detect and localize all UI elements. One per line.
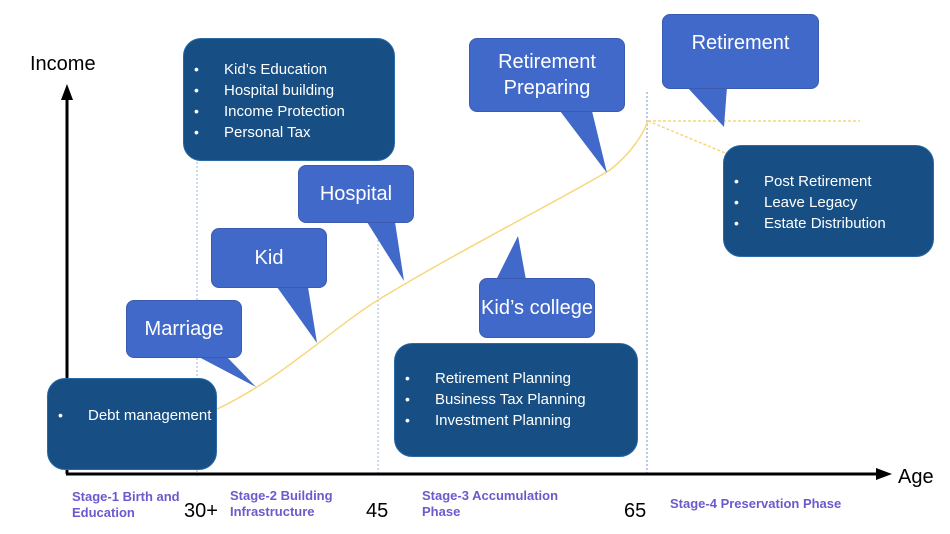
marriage-tail <box>195 355 256 387</box>
tick-45: 45 <box>366 500 389 522</box>
hospital-tail <box>367 222 404 281</box>
y-axis-arrow <box>61 84 73 100</box>
tick-30: 30+ <box>184 500 218 522</box>
stage-4-label: Stage-4 Preservation Phase <box>670 496 842 511</box>
callout-retirement: Retirement <box>662 14 819 89</box>
stage-3-label: Stage-3 Accumulation Phase <box>422 488 559 519</box>
retirement-preparing-tail <box>560 111 607 173</box>
income-decline <box>647 120 731 156</box>
note-item: Debt management <box>48 405 216 426</box>
callout-retirement-preparing: Retirement Preparing <box>469 38 625 112</box>
note-item: Leave Legacy <box>724 192 933 213</box>
callout-kids-college: Kid’s college <box>479 278 595 338</box>
note-item: Retirement Planning <box>395 368 637 389</box>
note-stage-4: Post Retirement Leave Legacy Estate Dist… <box>723 145 934 257</box>
kid-tail <box>277 287 317 343</box>
y-axis-title: Income <box>30 53 96 75</box>
note-stage-3: Retirement Planning Business Tax Plannin… <box>394 343 638 457</box>
retirement-tail <box>687 87 727 127</box>
note-item: Personal Tax <box>184 122 394 143</box>
note-stage-1: Debt management <box>47 378 217 470</box>
x-axis-title: Age <box>898 466 934 488</box>
stage-1-label: Stage-1 Birth and Education <box>72 489 180 520</box>
note-item: Business Tax Planning <box>395 389 637 410</box>
note-item: Estate Distribution <box>724 213 933 234</box>
tick-65: 65 <box>624 500 647 522</box>
stage-2-label: Stage-2 Building Infrastructure <box>230 488 333 519</box>
kids-college-tail <box>496 236 526 280</box>
note-item: Post Retirement <box>724 171 933 192</box>
note-stage-2: Kid’s Education Hospital building Income… <box>183 38 395 161</box>
income-curve <box>214 119 649 411</box>
note-item: Investment Planning <box>395 410 637 431</box>
note-item: Kid’s Education <box>184 59 394 80</box>
callout-hospital: Hospital <box>298 165 414 223</box>
x-axis-arrow <box>876 468 892 480</box>
note-item: Income Protection <box>184 101 394 122</box>
callout-marriage: Marriage <box>126 300 242 358</box>
callout-kid: Kid <box>211 228 327 288</box>
note-item: Hospital building <box>184 80 394 101</box>
